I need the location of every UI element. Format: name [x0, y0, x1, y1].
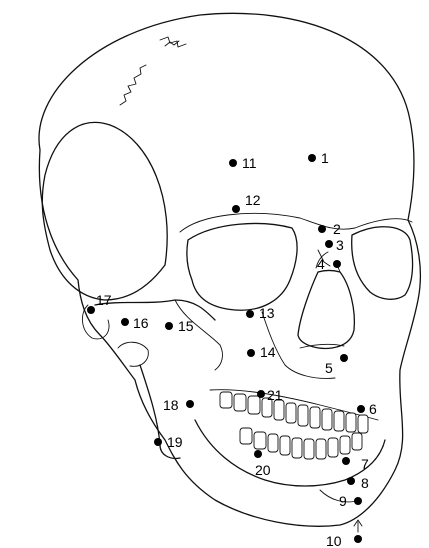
temporal-fossa: [42, 122, 167, 300]
landmark-dot-2: [318, 225, 326, 233]
landmark-label-14: 14: [260, 344, 276, 360]
landmarks: 1 2 3 4 5 6 7 8 9 10 11 12 13 14 15 16 1: [87, 150, 377, 548]
landmark-label-17: 17: [96, 292, 112, 308]
landmark-label-19: 19: [167, 434, 183, 450]
landmark-dot-10: [354, 535, 362, 543]
teeth: [220, 392, 368, 459]
landmark-dot-16: [121, 318, 129, 326]
landmark-label-7: 7: [361, 456, 369, 472]
landmark-dot-20: [254, 450, 262, 458]
landmark-dot-9: [354, 497, 362, 505]
external-ear-canal: [82, 305, 109, 339]
cranium-outline: [39, 13, 420, 526]
landmark-dot-12: [232, 205, 240, 213]
landmark-label-21: 21: [267, 387, 283, 403]
landmark-label-3: 3: [336, 237, 344, 253]
landmark-dot-14: [247, 349, 255, 357]
landmark-dot-21: [257, 390, 265, 398]
coronal-suture: [120, 65, 146, 105]
landmark-label-12: 12: [245, 192, 261, 208]
landmark-label-4: 4: [317, 256, 325, 272]
landmark-dot-19: [154, 438, 162, 446]
landmark-label-16: 16: [133, 315, 149, 331]
zygomatic-bone: [175, 300, 222, 370]
landmark-dot-1: [308, 154, 316, 162]
landmark-label-10: 10: [326, 533, 342, 548]
landmark-dot-3: [325, 240, 333, 248]
brow-ridge: [180, 213, 412, 232]
landmark-label-20: 20: [255, 462, 271, 478]
menton-arrow: [354, 520, 362, 532]
landmark-label-1: 1: [321, 150, 329, 166]
zygomatic-arch: [95, 300, 215, 320]
landmark-label-15: 15: [178, 318, 194, 334]
landmark-label-9: 9: [339, 493, 347, 509]
left-orbit: [352, 227, 413, 299]
sagittal-suture: [160, 37, 186, 47]
right-orbit: [187, 224, 297, 311]
landmark-label-6: 6: [369, 401, 377, 417]
landmark-dot-4: [333, 260, 341, 268]
landmark-dot-6: [357, 405, 365, 413]
landmark-label-11: 11: [242, 155, 257, 171]
landmark-dot-5: [340, 354, 348, 362]
landmark-dot-17: [87, 306, 95, 314]
landmark-label-18: 18: [163, 397, 179, 413]
landmark-dot-11: [229, 159, 237, 167]
landmark-dot-13: [246, 310, 254, 318]
landmark-dot-7: [342, 457, 350, 465]
landmark-label-13: 13: [259, 305, 275, 321]
landmark-label-2: 2: [333, 221, 341, 237]
nasal-aperture: [298, 271, 354, 349]
landmark-label-8: 8: [361, 475, 369, 491]
landmark-dot-18: [186, 400, 194, 408]
landmark-dot-15: [165, 322, 173, 330]
landmark-label-5: 5: [325, 360, 333, 376]
landmark-dot-8: [347, 477, 355, 485]
